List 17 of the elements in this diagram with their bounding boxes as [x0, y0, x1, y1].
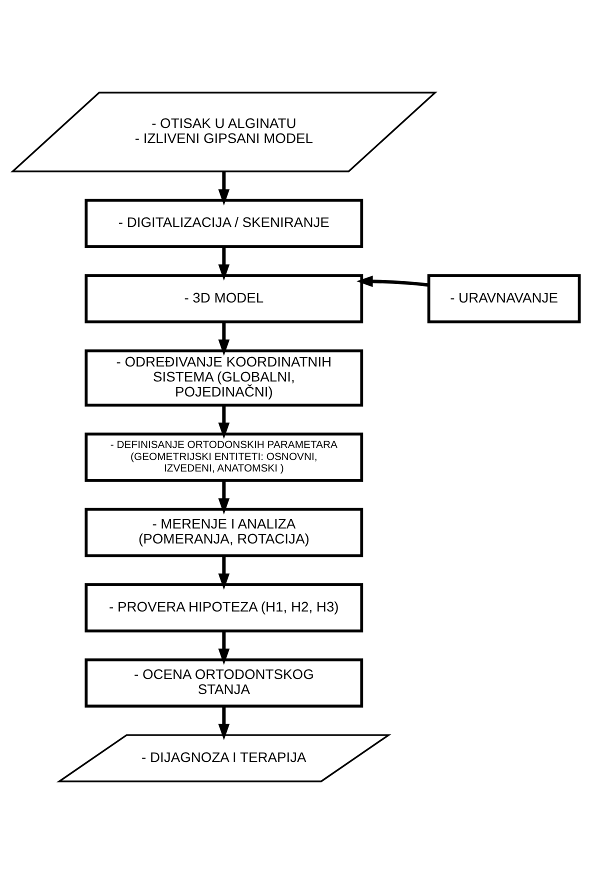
arrow [356, 275, 429, 287]
arrow [218, 480, 230, 514]
node-box: - 3D MODEL [84, 274, 364, 323]
arrow [218, 322, 230, 356]
arrow [218, 555, 230, 590]
node-box: - DEFINISANJE ORTODONSKIH PARAMETARA (GEOMETRIJSKI ENTITETI: OSNOVNI, IZVEDENI, ANATOMSKI ) [84, 432, 364, 482]
node-box: - PROVERA HIPOTEZA (H1, H2, H3) [84, 582, 364, 632]
arrow [218, 246, 230, 280]
arrow [218, 404, 230, 438]
arrow [218, 706, 230, 740]
node-box: - ODREĐIVANJE KOORDINATNIH SISTEMA (GLOBALNI, POJEDINAČNI) [84, 348, 364, 406]
arrow [218, 630, 230, 664]
node-box: - MERENJE I ANALIZA (POMERANJA, ROTACIJA) [84, 507, 364, 557]
node-box: - DIGITALIZACIJA / SKENIRANJE [84, 198, 364, 248]
node-box: - OCENA ORTODONTSKOG STANJA [84, 658, 364, 708]
node-box: - URAVNAVANJE [427, 274, 581, 323]
arrow [218, 170, 230, 205]
